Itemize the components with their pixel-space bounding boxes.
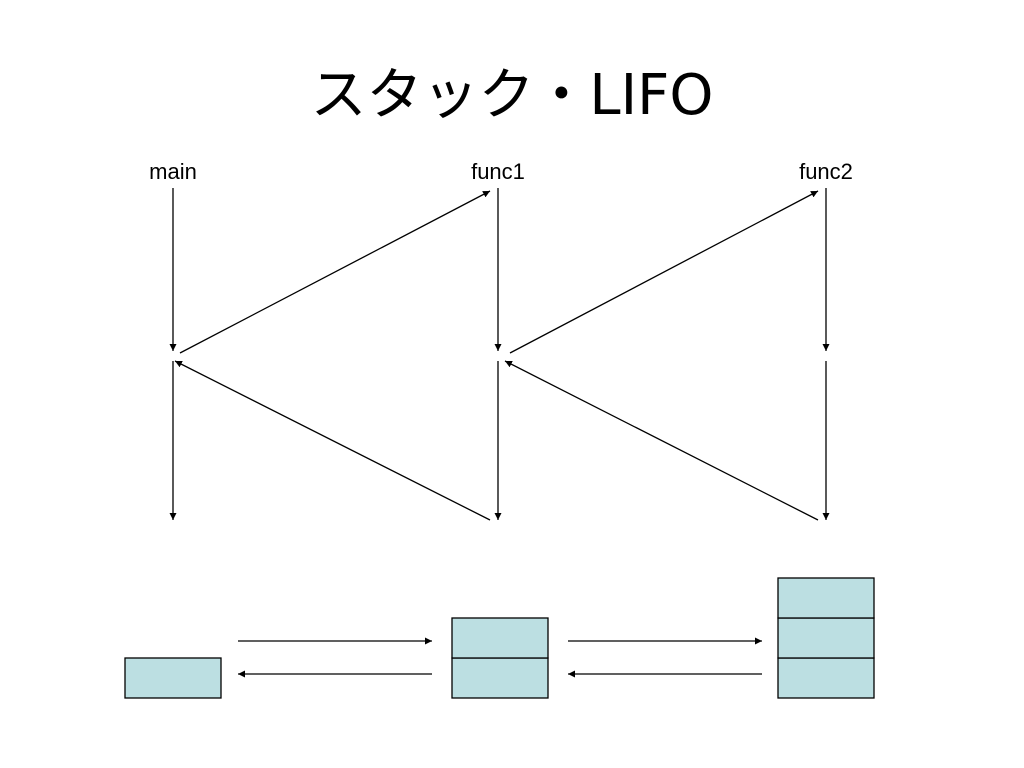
- stack-frame-main-1: [124, 657, 222, 699]
- stack-frame-func1-2: [451, 617, 549, 659]
- slide-title: スタック・LIFO: [310, 63, 714, 128]
- call-arrow-func1-to-func2: [509, 190, 819, 354]
- call-arrow-main-to-func1: [179, 190, 491, 354]
- return-arrow-func2-to-func1: [504, 360, 819, 521]
- lane-label-func1: func1: [471, 159, 525, 184]
- stack-frame-func2-1: [777, 657, 875, 699]
- return-arrow-func1-to-main: [174, 360, 491, 521]
- stack-frame-func2-3: [777, 577, 875, 619]
- stack-frame-func1-1: [451, 657, 549, 699]
- stack-blocks: [124, 577, 875, 699]
- stack-frame-func2-2: [777, 617, 875, 659]
- lane-label-func2: func2: [799, 159, 853, 184]
- lane-label-main: main: [149, 159, 197, 184]
